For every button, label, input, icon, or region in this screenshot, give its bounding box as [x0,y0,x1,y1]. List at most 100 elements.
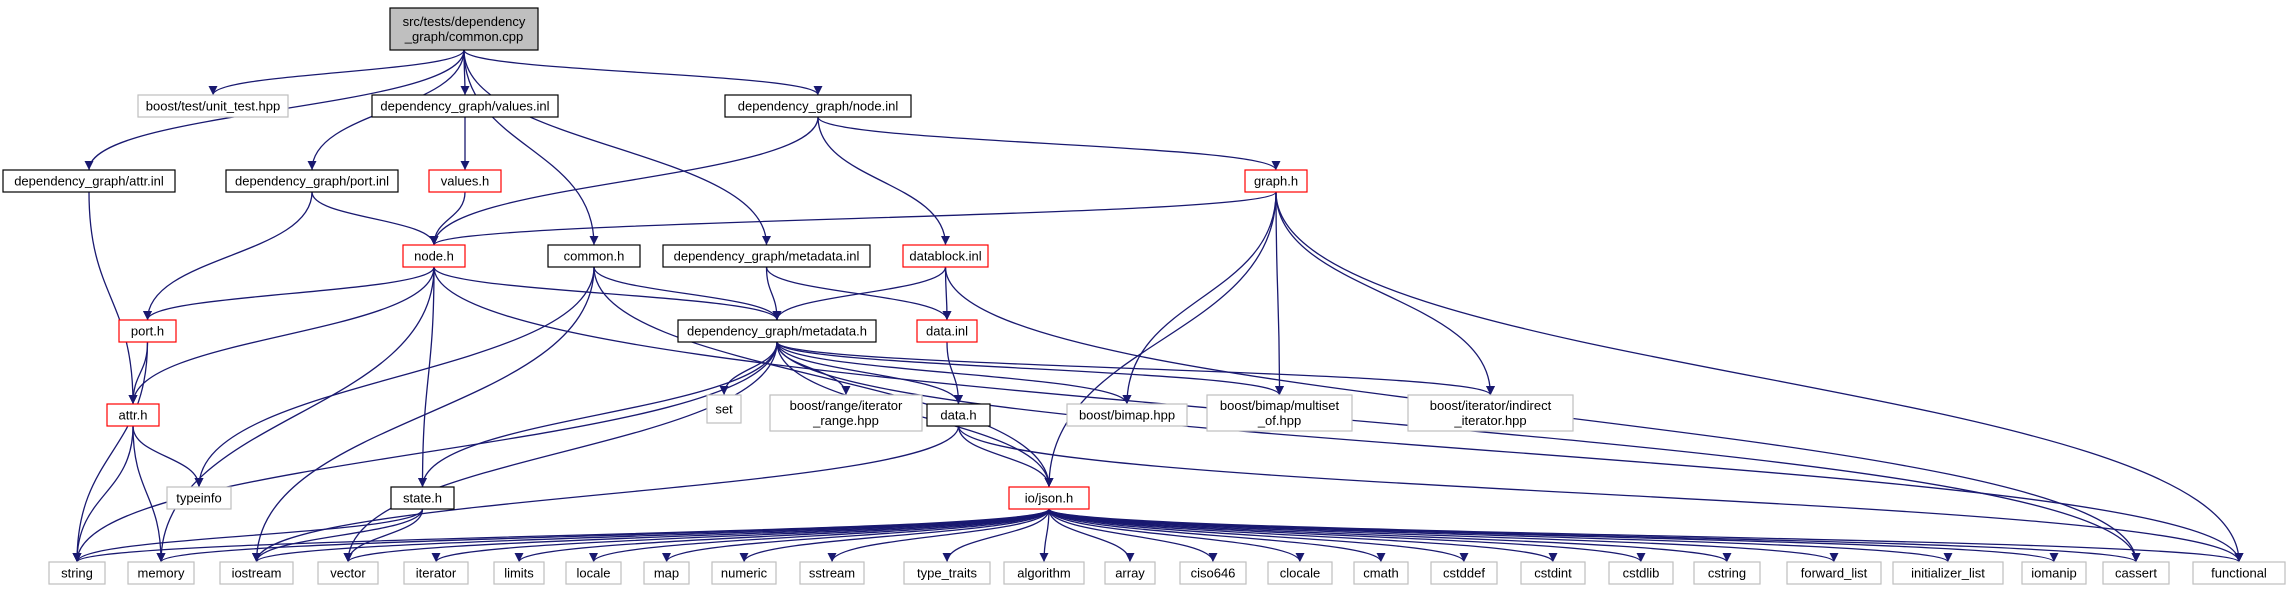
node-box [677,319,877,343]
node-string: string [48,561,106,585]
node-label: boost/bimap/multiset [1220,398,1340,413]
edge-common_h-to-iostream [252,266,595,563]
node-box [1104,561,1156,585]
edge-json_h-to-functional [1048,508,2244,563]
edge-json_h-to-memory [156,508,1050,563]
node-box [1206,394,1353,432]
node-ciso646: ciso646 [1179,561,1247,585]
node-label: dependency_graph/metadata.inl [674,249,860,264]
node-iostream: iostream [219,561,294,585]
node-box [317,561,379,585]
node-forward-list: forward_list [1786,561,1882,585]
node-label: _iterator.hpp [1453,413,1526,428]
node-label: data.inl [926,324,968,339]
node-box [1353,561,1409,585]
node-box [1608,561,1674,585]
edge-node_h-to-attr_h [128,266,435,405]
node-label: functional [2211,566,2267,581]
node-state-h[interactable]: state.h [390,486,455,510]
node-data-h[interactable]: data.h [926,403,991,427]
node-attr-inl[interactable]: dependency_graph/attr.inl [2,169,176,193]
edge-json_h-to-cmath [1048,508,1386,563]
edge-json_h-to-locale [589,508,1050,563]
edge-metadata_h-to-state_h [418,341,778,488]
node-label: cstdint [1534,566,1572,581]
node-box [166,486,232,510]
node-port-h[interactable]: port.h [118,319,177,343]
node-initializer-list: initializer_list [1892,561,2004,585]
node-label: iomanip [2031,566,2077,581]
edge-metadata_h-to-data_h [776,341,963,405]
node-label: limits [504,566,534,581]
edge-json_h-to-algorithm [1039,508,1050,563]
node-algorithm: algorithm [1003,561,1085,585]
node-label: state.h [403,491,442,506]
node-locale: locale [565,561,622,585]
node-box [118,319,177,343]
node-box [1179,561,1247,585]
node-label: cassert [2115,566,2157,581]
edge-port_h-to-string [72,341,149,563]
edge-common_h-to-json_h [593,266,1054,488]
node-label: dependency_graph/attr.inl [14,174,164,189]
node-iterator-range: boost/range/iterator_range.hpp [769,394,923,432]
edge-json_h-to-cstring [1048,508,1732,563]
node-label: cstdlib [1623,566,1660,581]
node-box [2021,561,2087,585]
edge-port_inl-to-port_h [143,191,313,321]
node-port-inl[interactable]: dependency_graph/port.inl [225,169,399,193]
edge-attr_h-to-string [72,425,134,563]
edge-json_h-to-iterator [431,508,1050,563]
node-box [926,403,991,427]
node-label: sstream [809,566,855,581]
node-box [547,244,641,268]
node-label: numeric [721,566,768,581]
node-label: vector [330,566,366,581]
node-graph-h[interactable]: graph.h [1244,169,1308,193]
node-memory: memory [127,561,195,585]
node-box [106,403,160,427]
node-box [1244,169,1308,193]
node-label: dependency_graph/port.inl [235,174,389,189]
edge-attr_h-to-memory [132,425,166,563]
node-node-h[interactable]: node.h [402,244,466,268]
edge-node_h-to-port_h [143,266,435,321]
edge-json_h-to-map [662,508,1050,563]
node-cstdlib: cstdlib [1608,561,1674,585]
node-cstring: cstring [1693,561,1761,585]
node-box [2,169,176,193]
node-cassert: cassert [2102,561,2170,585]
node-datablock-inl[interactable]: datablock.inl [902,244,989,268]
node-json-h[interactable]: io/json.h [1008,486,1090,510]
node-values-inl[interactable]: dependency_graph/values.inl [371,94,559,118]
node-label: port.h [131,324,164,339]
node-metadata-inl[interactable]: dependency_graph/metadata.inl [662,244,871,268]
node-data-inl[interactable]: data.inl [916,319,978,343]
node-map: map [643,561,690,585]
node-label: attr.h [119,408,148,423]
node-common-h[interactable]: common.h [547,244,641,268]
node-box [711,561,777,585]
node-box [916,319,978,343]
node-metadata-h[interactable]: dependency_graph/metadata.h [677,319,877,343]
node-box [137,94,289,118]
node-label: datablock.inl [909,249,981,264]
node-attr-h[interactable]: attr.h [106,403,160,427]
edge-metadata_h-to-set [719,341,778,396]
edge-metadata_h-to-string [72,341,778,563]
node-label: boost/range/iterator [790,398,903,413]
node-label: node.h [414,249,454,264]
node-node-inl[interactable]: dependency_graph/node.inl [724,94,912,118]
node-label: forward_list [1801,566,1868,581]
edge-metadata_h-to-multiset_of [776,341,1284,396]
edge-datablock_inl-to-metadata_h [772,266,947,321]
node-label: dependency_graph/node.inl [738,99,899,114]
node-label: iostream [232,566,282,581]
node-label: type_traits [917,566,977,581]
node-box [389,7,539,51]
node-label: _of.hpp [1257,413,1301,428]
node-values-h[interactable]: values.h [428,169,502,193]
node-box [724,94,912,118]
edge-metadata_h-to-vector [343,341,778,563]
node-root[interactable]: src/tests/dependency_graph/common.cpp [389,7,539,51]
